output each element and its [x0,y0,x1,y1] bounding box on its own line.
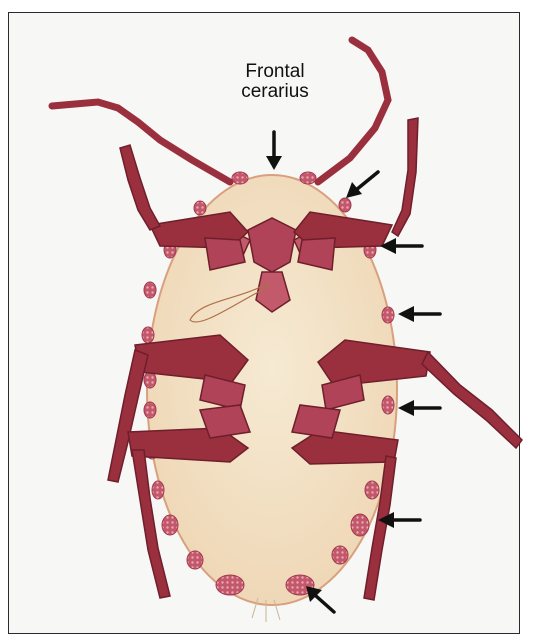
frontal-cerarius-label: Frontal cerarius [210,62,340,102]
label-line-1: Frontal [210,62,340,82]
label-line-2: cerarius [210,82,340,102]
antenna-left [52,102,230,182]
